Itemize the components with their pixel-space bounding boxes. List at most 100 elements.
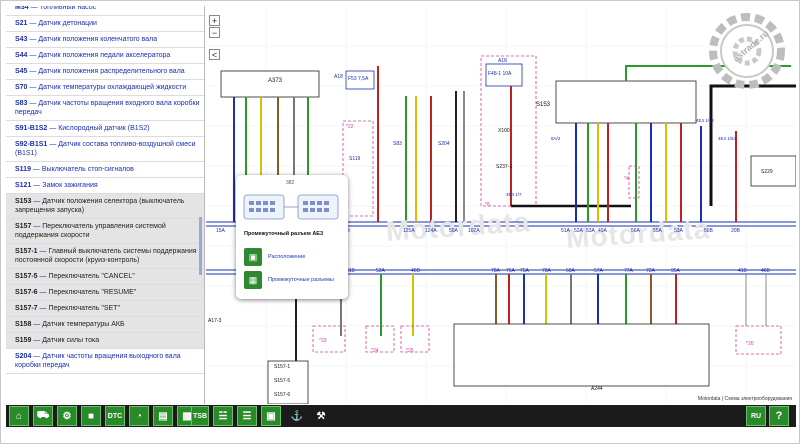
dtc-button[interactable]: DTC [105,406,125,426]
car-button[interactable]: ⛟ [33,406,53,426]
component-list-item[interactable]: S157-1 — Главный выключатель системы под… [6,244,204,269]
label-s119: S119 [349,156,361,162]
label-s157-5: S157-5 [274,378,291,384]
diagram-marker: *26 [746,341,754,347]
separator: — [31,198,43,205]
diagram-marker: *25 [406,348,414,354]
component-description: Датчик температуры АКБ [42,321,125,328]
tools-button[interactable]: ⚒ [311,406,331,426]
component-description: Переключатель "SET" [48,305,120,312]
zoom-in-button[interactable]: + [209,15,220,26]
diagram-marker: *8 [485,202,490,208]
component-code: S21 [15,20,28,27]
label-s157-6: S157-6 [274,392,291,398]
engine-button[interactable]: ■ [81,406,101,426]
separator: — [27,84,39,91]
component-list-item[interactable]: S83 — Датчик частоты вращения входного в… [6,96,204,121]
component-code: S119 [15,166,31,173]
component-list-item[interactable]: S44 — Датчик положения педали акселерато… [6,48,204,64]
component-code: S157-1 [15,248,38,255]
separator: — [47,141,59,148]
collapse-panel-button[interactable]: < [209,49,220,60]
component-list-item[interactable]: S157-6 — Переключатель "RESUME" [6,285,204,301]
wire-label: 56A [631,228,640,234]
component-list-item[interactable]: S157-7 — Переключатель "SET" [6,301,204,317]
component-list-item[interactable]: S92-B1S1 — Датчик состава топливо-воздуш… [6,137,204,162]
separator: — [31,353,43,360]
component-description: Датчик положения селектора (выключатель … [15,198,185,214]
components-button[interactable]: ▣ [261,406,281,426]
component-list-item[interactable]: S159 — Датчик силы тока [6,333,204,349]
component-list-item[interactable]: S153 — Датчик положения селектора (выклю… [6,194,204,219]
component-description: Кислородный датчик (B1S2) [58,125,150,132]
popup-location-item[interactable]: ▣ Расположение [244,248,305,266]
component-list-item[interactable]: S157-5 — Переключатель "CANCEL" [6,269,204,285]
wire-label: 53A [674,228,683,234]
component-list-item[interactable]: S21 — Датчик детонации [6,16,204,32]
separator: — [27,52,39,59]
label-w3: 4E4 1/52 [696,118,715,123]
home-icon: ⌂ [15,410,23,422]
component-list-item[interactable]: S204 — Датчик частоты вращения выходного… [6,349,204,374]
label-s153: S153 [536,102,551,108]
label-f48: F48-1 10A [488,71,512,77]
label-w1: 8A/2 [551,136,561,141]
popup-connectors-item[interactable]: ▦ Промежуточные разъемы [244,271,334,289]
diagram-marker: *22 [346,124,354,130]
component-code: S157 [15,223,32,230]
bottom-toolbar: ⌂ ⛟ ⚙ ■ DTC ◔ ▤ ▩ TSB ☱ ☰ ▣ ⚓ ⚒ RU ? [6,405,796,427]
gauge-button[interactable]: ◔ [129,406,149,426]
component-code: S45 [15,68,28,75]
component-list-item[interactable]: M34 — Топливный насос [6,6,204,16]
label-w4: 4E4 1/7 [506,192,522,197]
tsb-button[interactable]: TSB [191,406,209,426]
component-description: Датчик температуры охлаждающей жидкости [38,84,187,91]
wire-label: 40B [411,268,420,274]
wire-label: 15A [216,228,225,234]
connector-popup[interactable]: 382 Промежуточный разъем AE3 ▣ Расположе… [236,175,348,299]
component-list-item[interactable]: S91-B1S2 — Кислородный датчик (B1S2) [6,121,204,137]
wire-label: 52A [574,228,583,234]
oil-button[interactable]: ⚓ [287,406,307,426]
gauge-icon: ◔ [135,410,143,422]
home-button[interactable]: ⌂ [9,406,29,426]
component-list-item[interactable]: S158 — Датчик температуры АКБ [6,317,204,333]
label-s83: S83 [393,141,402,147]
component-code: S91-B1S2 [15,125,48,132]
separator: — [37,248,49,255]
component-list-item[interactable]: S45 — Датчик положения распределительног… [6,64,204,80]
component-code: S153 [15,198,32,205]
component-description: Датчик положения распределительного вала [38,68,185,75]
component-list-item[interactable]: S43 — Датчик положения коленчатого вала [6,32,204,48]
component-description: Датчик частоты вращения выходного вала к… [15,353,181,369]
component-list-item[interactable]: S157 — Переключатель управления системой… [6,219,204,244]
separator: — [37,289,49,296]
component-list-item[interactable]: S121 — Замок зажигания [6,178,204,194]
diagram-footer: Motordata | Схема электрооборудования [697,396,792,402]
data-icon: ▤ [158,410,168,422]
wire-label: 55A [653,228,662,234]
component-list-item[interactable]: S70 — Датчик температуры охлаждающей жид… [6,80,204,96]
separator: — [27,36,39,43]
wire-label: 78A [542,268,551,274]
gear-icon: ⚙ [62,410,72,422]
component-list-item[interactable]: S119 — Выключатель стоп-сигналов [6,162,204,178]
language-button[interactable]: RU [746,406,766,426]
wire-label: 51A [561,228,570,234]
component-code: S158 [15,321,32,328]
wire-label: 52A [376,268,385,274]
astrade-logo: astrade.ru [701,5,793,97]
list-scrollbar[interactable] [199,217,202,275]
engine-icon: ■ [87,410,95,422]
component-description: Датчик положения коленчатого вала [38,36,158,43]
zoom-out-button[interactable]: − [209,27,220,38]
docs-button[interactable]: ☰ [237,406,257,426]
label-s157: S157-1 [274,364,291,370]
help-button[interactable]: ? [769,406,789,426]
wiring-button[interactable]: ☱ [213,406,233,426]
settings-button[interactable]: ⚙ [57,406,77,426]
component-description: Топливный насос [39,6,97,11]
data-button[interactable]: ▤ [153,406,173,426]
